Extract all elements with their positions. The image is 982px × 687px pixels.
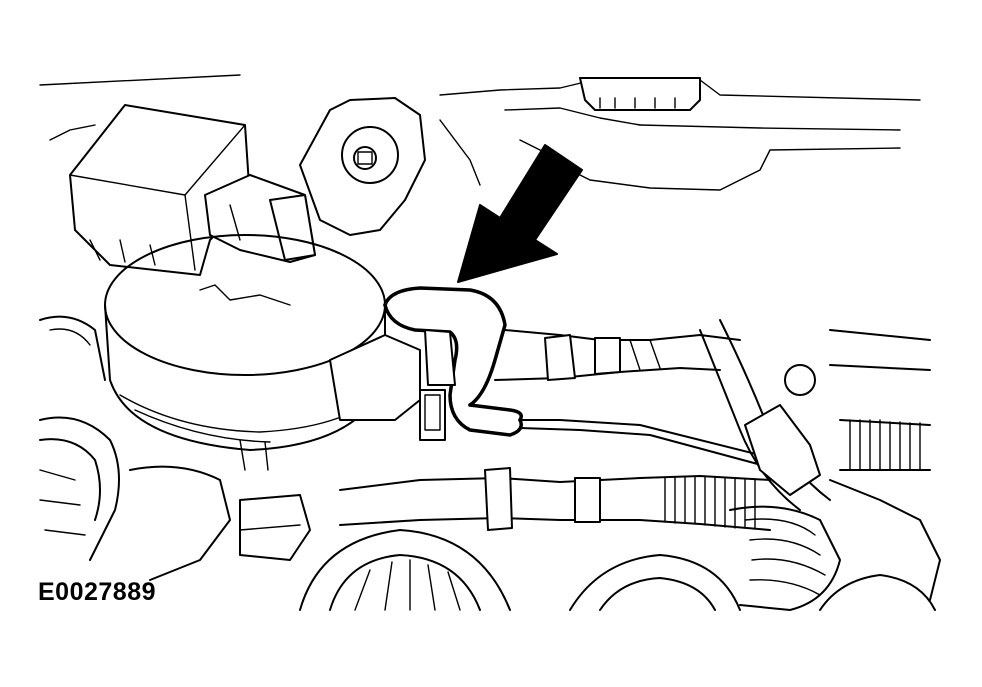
relay-module	[69, 104, 316, 276]
lower-hose	[339, 467, 771, 531]
callout-arrow-icon	[457, 144, 583, 283]
lower-left-components	[39, 315, 311, 581]
pulley-wheels	[299, 529, 936, 611]
rubber-boot	[729, 479, 941, 611]
hose-clamp-bracket	[419, 329, 456, 441]
bulkhead-connector	[579, 77, 701, 111]
tube-assembly	[494, 329, 741, 381]
mounting-bracket	[299, 97, 426, 236]
wiring-harness	[699, 319, 931, 511]
figure-id-label: E0027889	[38, 578, 157, 606]
